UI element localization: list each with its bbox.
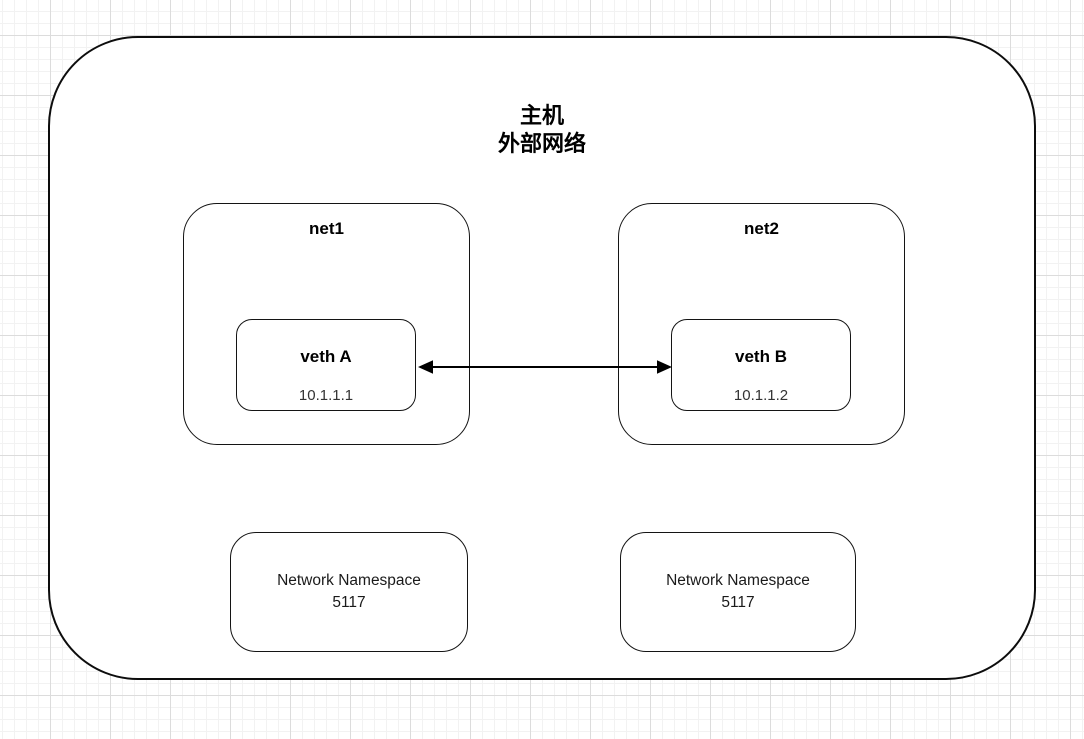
arrowhead-left xyxy=(418,360,433,374)
net2-label: net2 xyxy=(744,219,779,238)
network-namespace-2-line1: Network Namespace xyxy=(666,572,810,589)
arrowhead-right xyxy=(657,360,672,374)
veth-b-ip: 10.1.1.2 xyxy=(733,387,789,404)
veth-a-ip: 10.1.1.1 xyxy=(298,387,354,404)
veth-b-box: veth B 10.1.1.2 xyxy=(671,319,851,411)
network-namespace-box-2: Network Namespace 5117 xyxy=(620,532,856,652)
network-namespace-box-1: Network Namespace 5117 xyxy=(230,532,468,652)
veth-b-name: veth B xyxy=(735,347,787,366)
network-namespace-1-line1: Network Namespace xyxy=(277,572,421,589)
network-namespace-1-line2: 5117 xyxy=(332,594,366,611)
host-title: 主机 外部网络 xyxy=(48,102,1036,158)
net1-label: net1 xyxy=(309,219,344,238)
net2-box: net2 veth B 10.1.1.2 xyxy=(618,203,905,445)
veth-a-name: veth A xyxy=(300,347,352,366)
network-namespace-2-line2: 5117 xyxy=(721,594,755,611)
host-title-line2: 外部网络 xyxy=(497,131,586,156)
veth-a-box: veth A 10.1.1.1 xyxy=(236,319,416,411)
veth-connection-arrow xyxy=(418,360,672,374)
host-title-line1: 主机 xyxy=(519,103,564,128)
net1-box: net1 veth A 10.1.1.1 xyxy=(183,203,470,445)
